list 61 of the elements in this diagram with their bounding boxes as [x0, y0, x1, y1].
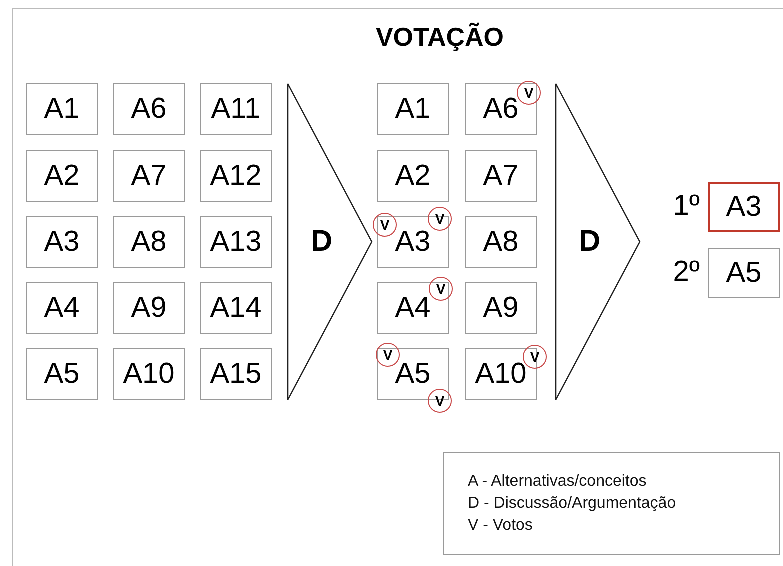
alternative-box [465, 216, 537, 268]
alternative-box [26, 150, 98, 202]
key-entry: D - Discussão/Argumentação [468, 494, 678, 514]
alternative-box [113, 282, 185, 334]
alternative-box [26, 83, 98, 135]
alternative-box [200, 282, 272, 334]
box-label: A9 [483, 294, 519, 322]
box-label: A9 [131, 294, 167, 322]
alternative-box [200, 216, 272, 268]
box-label: A3 [395, 228, 431, 256]
box-label: A7 [131, 162, 167, 190]
alternative-box [113, 216, 185, 268]
alternative-box [113, 83, 185, 135]
alternative-box [377, 282, 449, 334]
discussion-chevron [287, 83, 373, 401]
box-label: A4 [44, 294, 80, 322]
box-label: A10 [123, 360, 175, 388]
alternative-box [200, 348, 272, 400]
alternative-box [377, 216, 449, 268]
alternative-box [113, 348, 185, 400]
box-label: A2 [395, 162, 431, 190]
box-label: A6 [483, 94, 519, 124]
alternative-box [113, 150, 185, 202]
key-entry: A - Alternativas/conceitos [468, 472, 648, 492]
box-label: A8 [131, 228, 167, 256]
box-label: A11 [211, 94, 261, 124]
step-letter: D [579, 227, 601, 257]
box-label: A2 [44, 162, 80, 190]
box-label: A4 [395, 294, 431, 322]
alternative-box [465, 150, 537, 202]
alternative-box [200, 150, 272, 202]
alternative-box [465, 282, 537, 334]
rank-label: 1º [672, 192, 700, 221]
box-label: A3 [44, 228, 80, 256]
box-label: A1 [44, 94, 80, 124]
alternative-box [26, 282, 98, 334]
box-label: A13 [210, 228, 262, 256]
alternative-box [26, 216, 98, 268]
alternative-box [708, 182, 780, 232]
alternative-box [26, 348, 98, 400]
box-label: A6 [131, 94, 167, 124]
rank-label: 2º [672, 258, 700, 287]
discussion-chevron [555, 83, 641, 401]
diagram-title: VOTAÇÃO [374, 24, 506, 50]
alternative-box [377, 150, 449, 202]
key-entry: V - Votos [468, 516, 534, 536]
alternative-box [465, 83, 537, 135]
box-label: A8 [483, 228, 519, 256]
box-label: A12 [210, 162, 262, 190]
box-label: A5 [726, 258, 762, 288]
box-label: A15 [210, 360, 262, 388]
box-label: A14 [210, 294, 262, 322]
step-letter: D [311, 227, 333, 257]
alternative-box [377, 83, 449, 135]
alternative-box [708, 248, 780, 298]
box-label: A3 [726, 192, 762, 222]
box-label: A7 [483, 162, 519, 190]
alternative-box [200, 83, 272, 135]
key-box [443, 452, 780, 555]
box-label: A1 [395, 94, 431, 124]
box-label: A5 [44, 360, 80, 388]
